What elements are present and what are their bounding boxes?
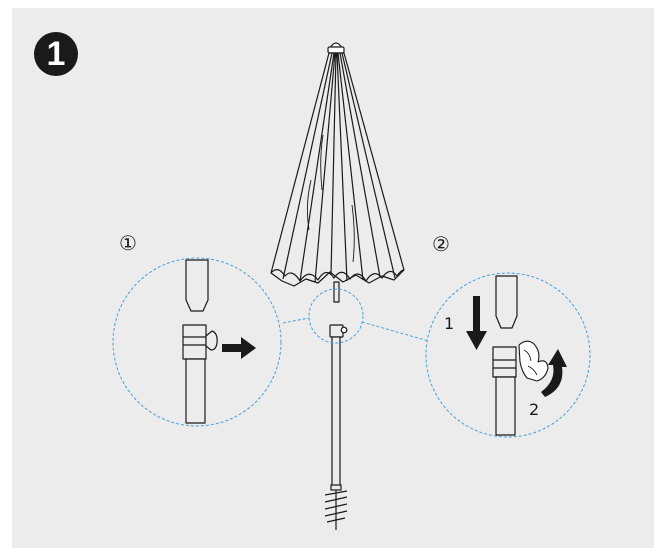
lower-pole-tube-right	[495, 376, 516, 436]
down-arrow-icon	[466, 296, 487, 350]
base-pole-tube	[331, 336, 341, 488]
lower-pole-sleeve-right	[492, 346, 517, 378]
push-arrow-icon	[222, 337, 256, 359]
push-button	[205, 330, 218, 351]
sleeve-band	[183, 336, 206, 346]
callout-line-left	[282, 317, 310, 324]
detail-right-label: ②	[432, 232, 450, 256]
base-pole-ring	[330, 484, 342, 491]
umbrella-hem	[270, 269, 405, 282]
detail-right: ② 1 2	[425, 232, 591, 438]
action-step-1-label: 1	[444, 314, 454, 333]
umbrella-pole-upper	[333, 281, 340, 303]
upper-pole-tip-right	[495, 275, 518, 329]
hand-finger-lines	[523, 349, 538, 376]
rotate-arrow-icon	[541, 349, 567, 397]
upper-pole-tip	[185, 259, 209, 312]
umbrella-canopy	[270, 52, 405, 287]
lower-pole-tube	[185, 358, 206, 424]
detail-left: ①	[112, 231, 282, 427]
umbrella-top-cap	[327, 46, 345, 54]
umbrella	[270, 42, 405, 303]
umbrella-folds	[306, 134, 355, 263]
callout-line-right	[361, 321, 433, 343]
base-pole-button	[340, 326, 348, 334]
base-pole	[324, 324, 348, 530]
center-detail-circle	[308, 288, 364, 344]
lower-pole-sleeve	[182, 324, 207, 360]
step-number-badge: 1	[34, 32, 78, 76]
action-step-2-label: 2	[529, 400, 539, 419]
umbrella-ribs	[282, 52, 396, 283]
detail-left-label: ①	[119, 231, 137, 255]
sleeve-band-right	[493, 359, 516, 369]
